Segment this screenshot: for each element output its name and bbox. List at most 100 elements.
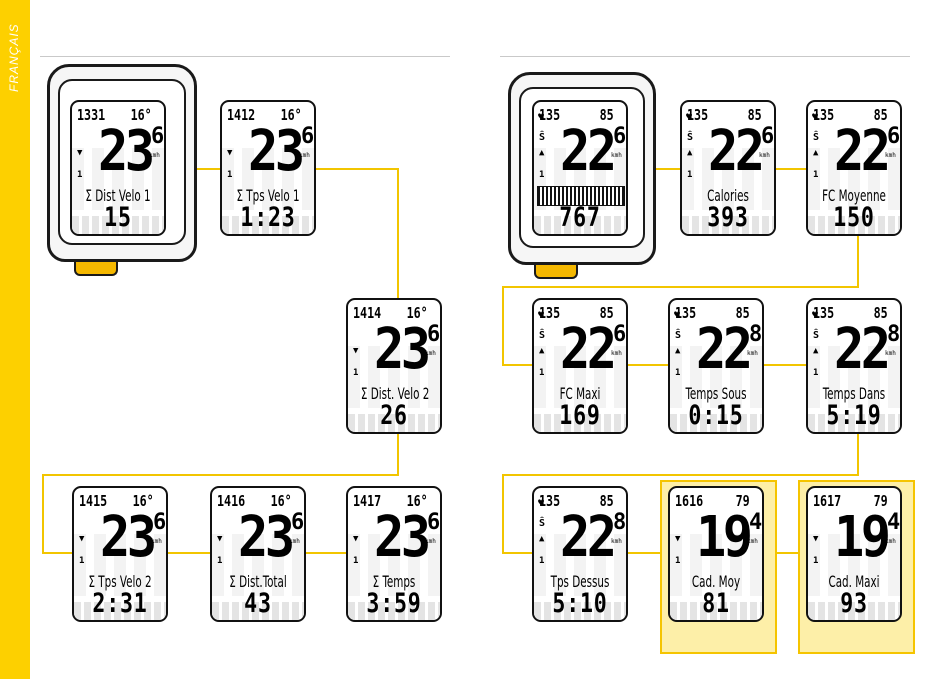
- connector: [857, 236, 859, 288]
- top-row: 1414 16°: [353, 304, 436, 322]
- segment-ghost: [808, 148, 900, 210]
- function-label: Σ Dist.Total: [229, 572, 287, 591]
- bike-number: 1: [353, 368, 359, 378]
- connector: [774, 168, 806, 170]
- top-right-value: 85: [873, 304, 888, 322]
- down-arrow-icon: ▼: [813, 534, 819, 544]
- top-left-value: 135: [813, 106, 835, 124]
- connector: [315, 168, 399, 170]
- speed-unit: kmh: [149, 152, 160, 159]
- heart-icon: ♥: [538, 498, 545, 509]
- hr-zone-icon: Ŝ: [687, 132, 694, 143]
- top-right-value: 16°: [270, 492, 292, 510]
- function-label: FC Maxi: [559, 384, 601, 403]
- connector: [762, 552, 806, 554]
- down-arrow-icon: ▼: [675, 534, 681, 544]
- bike-number: 1: [539, 556, 545, 566]
- speed-decimal: 6: [153, 510, 167, 535]
- segment-ghost: [212, 602, 304, 620]
- heart-icon: ♥: [538, 112, 545, 123]
- segment-ghost: [72, 148, 164, 210]
- top-left-value: 1417: [353, 492, 382, 510]
- speed-decimal: 8: [613, 510, 627, 535]
- speed-decimal: 6: [761, 124, 775, 149]
- down-arrow-icon: ▼: [353, 534, 359, 544]
- speed-unit: kmh: [151, 538, 162, 545]
- segment-ghost: [222, 148, 314, 210]
- speed-unit: kmh: [611, 152, 622, 159]
- segment-ghost: [670, 602, 762, 620]
- up-arrow-icon: ▲: [539, 148, 545, 158]
- segment-ghost: [348, 602, 440, 620]
- connector: [502, 474, 504, 554]
- top-left-value: 1414: [353, 304, 382, 322]
- bike-number: 1: [675, 368, 681, 378]
- top-left-value: 1616: [675, 492, 704, 510]
- function-value: 1:23: [240, 202, 296, 233]
- speed-value: 22: [834, 119, 891, 184]
- segment-ghost: [534, 346, 626, 408]
- bike-number: 1: [539, 170, 545, 180]
- bike-number: 1: [813, 170, 819, 180]
- function-value: 5:19: [826, 400, 882, 431]
- up-arrow-icon: ▲: [675, 346, 681, 356]
- speed-decimal: 8: [749, 322, 763, 347]
- connector: [42, 552, 72, 554]
- speed-decimal: 6: [427, 322, 441, 347]
- segment-ghost: [808, 346, 900, 408]
- speed-unit: kmh: [425, 350, 436, 357]
- speed-value: 23: [248, 119, 305, 184]
- function-label: FC Moyenne: [822, 186, 886, 205]
- bike-number: 1: [687, 170, 693, 180]
- function-label: Σ Temps: [372, 572, 416, 591]
- speed-value: 19: [834, 505, 891, 570]
- bike-number: 1: [813, 368, 819, 378]
- speed-value: 23: [98, 119, 155, 184]
- connector: [626, 552, 668, 554]
- function-value: 150: [833, 202, 875, 233]
- speed-unit: kmh: [885, 152, 896, 159]
- speed-unit: kmh: [885, 538, 896, 545]
- connector: [196, 168, 220, 170]
- language-sidebar: FRANÇAIS: [0, 0, 30, 679]
- bike-number: 1: [217, 556, 223, 566]
- segment-ghost: [74, 602, 166, 620]
- speed-decimal: 6: [887, 124, 901, 149]
- segment-ghost: [682, 148, 774, 210]
- segment-ghost: [348, 414, 440, 432]
- speed-unit: kmh: [747, 350, 758, 357]
- top-left-value: 135: [539, 106, 561, 124]
- segment-ghost: [212, 534, 304, 596]
- hr-zone-icon: Ŝ: [813, 132, 820, 143]
- hr-zone-icon: Ŝ: [813, 330, 820, 341]
- speed-decimal: 4: [749, 510, 763, 535]
- segment-ghost: [534, 602, 626, 620]
- top-right-value: 85: [747, 106, 762, 124]
- top-right-value: 16°: [406, 304, 428, 322]
- zone-bar: [537, 186, 625, 206]
- hr-zone-icon: Ŝ: [539, 132, 546, 143]
- segment-ghost: [72, 216, 164, 234]
- speed-value: 23: [374, 317, 431, 382]
- top-left-value: 1617: [813, 492, 842, 510]
- top-left-value: 1416: [217, 492, 246, 510]
- function-value: 5:10: [552, 588, 608, 619]
- function-label: Σ Dist. Velo 2: [360, 384, 430, 403]
- speed-decimal: 6: [291, 510, 305, 535]
- top-left-value: 1331: [77, 106, 106, 124]
- connector: [42, 474, 44, 554]
- speed-value: 19: [696, 505, 753, 570]
- speed-value: 23: [374, 505, 431, 570]
- speed-value: 22: [696, 317, 753, 382]
- connector: [502, 286, 504, 366]
- speed-decimal: 6: [427, 510, 441, 535]
